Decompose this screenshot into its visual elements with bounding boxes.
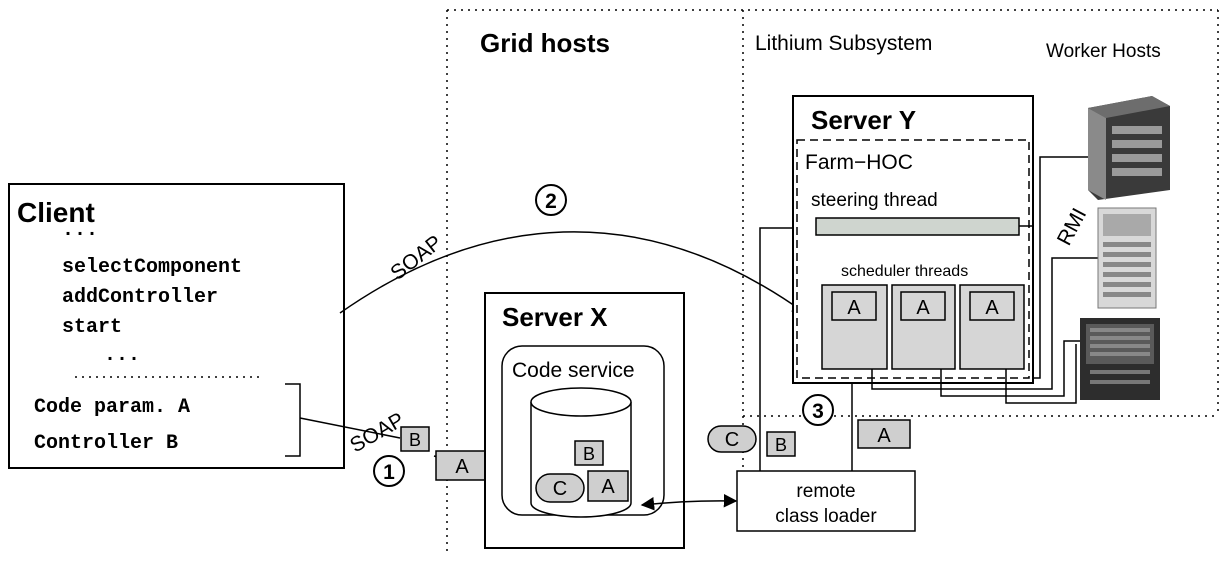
rmi-label: RMI — [1053, 204, 1091, 249]
stored-token-c — [535, 473, 585, 503]
step-2-circle — [535, 184, 567, 216]
step-1-circle — [373, 455, 405, 487]
remote-class-loader-box — [736, 470, 916, 532]
token-c-loader — [707, 425, 757, 453]
stored-token-b-label: B — [583, 444, 595, 464]
scheduler-thread-2-token-label: A — [916, 297, 930, 319]
stored-token-c-label: C — [553, 478, 567, 500]
code-line-add-controller: addController — [62, 286, 218, 309]
token-c-loader-label: C — [725, 429, 739, 451]
stored-token-a-label: A — [601, 476, 615, 498]
steering-thread-label: steering thread — [811, 190, 938, 211]
scheduler-thread-3-token-label: A — [985, 297, 999, 319]
code-service-label: Code service — [512, 359, 635, 382]
soap-label-top: SOAP — [386, 231, 446, 285]
token-a-loader — [857, 419, 911, 449]
client-title: Client — [17, 197, 95, 228]
rmi-connections — [871, 156, 1098, 404]
param-code-a: Code param. A — [34, 396, 190, 419]
scheduler-thread-3-token — [969, 291, 1015, 321]
repository-loader-link — [640, 493, 738, 511]
client-box — [8, 183, 345, 469]
lithium-subsystem-label: Lithium Subsystem — [755, 32, 932, 55]
param-bracket — [285, 383, 301, 457]
farm-hoc-box — [796, 139, 1030, 379]
loader-line-2: class loader — [775, 506, 877, 527]
stored-token-a — [587, 470, 629, 502]
steering-thread-bar — [815, 217, 1020, 236]
step-3-number: 3 — [812, 400, 824, 423]
step-1-number: 1 — [383, 461, 395, 484]
code-line-ellipsis-top: ... — [62, 219, 98, 242]
step-2-number: 2 — [545, 190, 557, 213]
scheduler-thread-2-token — [900, 291, 946, 321]
token-a-transit-label: A — [455, 456, 469, 478]
soap-label-bottom: SOAP — [346, 408, 408, 457]
grid-hosts-label: Grid hosts — [480, 28, 610, 58]
token-a-loader-label: A — [877, 425, 891, 447]
soap-request-arc — [339, 231, 807, 314]
scheduler-thread-1-token — [831, 291, 877, 321]
farm-hoc-label: Farm−HOC — [805, 151, 913, 174]
worker-host-2-icon — [1097, 207, 1157, 309]
scheduler-threads-label: scheduler threads — [841, 263, 968, 280]
scheduler-thread-1-token-label: A — [847, 297, 861, 319]
token-b-transit — [400, 426, 430, 452]
worker-hosts-label: Worker Hosts — [1046, 41, 1161, 62]
token-b-loader-label: B — [775, 435, 787, 455]
code-line-ellipsis-bottom: ... — [104, 344, 140, 367]
code-line-start: start — [62, 316, 122, 339]
loader-line-1: remote — [796, 481, 855, 502]
worker-host-1-icon — [1088, 96, 1170, 200]
step-3-circle — [802, 394, 834, 426]
soap-upload-line — [299, 417, 401, 439]
worker-host-3-icon — [1080, 318, 1160, 400]
token-b-transit-label: B — [409, 430, 421, 450]
server-y-title: Server Y — [811, 105, 916, 135]
code-line-select-component: selectComponent — [62, 256, 242, 279]
server-x-title: Server X — [502, 302, 608, 332]
param-controller-b: Controller B — [34, 432, 178, 455]
stored-token-b — [574, 440, 604, 466]
token-b-loader — [766, 431, 796, 457]
